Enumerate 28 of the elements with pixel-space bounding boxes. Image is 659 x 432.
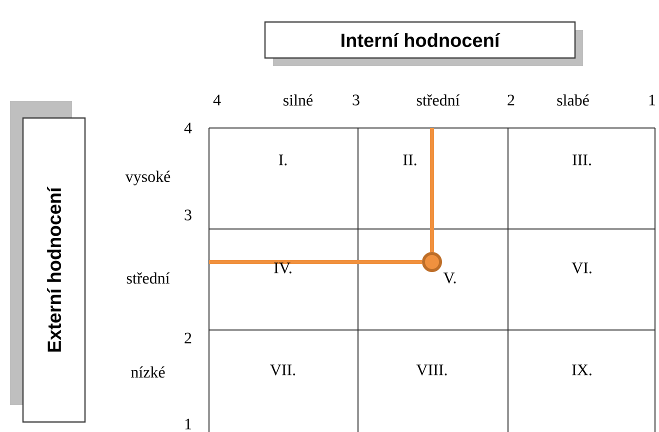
axis-category: slabé: [557, 94, 589, 106]
marker-circle: [422, 252, 442, 272]
axis-category: vysoké: [125, 170, 170, 186]
axis-number: 4: [213, 94, 221, 106]
axis-category: střední: [126, 272, 170, 284]
axis-category: silné: [284, 94, 313, 106]
heading-box: Interní hodnocení: [264, 21, 583, 66]
quadrant-number: IV.: [274, 262, 292, 274]
quadrant-number: V.: [443, 272, 456, 284]
axis-number: 1: [649, 94, 656, 106]
quadrant-number: II.: [403, 154, 416, 166]
indicator-line: [209, 260, 422, 264]
quadrant-number: VIII.: [416, 364, 447, 376]
axis-category: střední: [416, 94, 460, 106]
quadrant-number: III.: [572, 154, 591, 166]
quadrant-number: IX.: [572, 364, 592, 376]
quadrant-number: VI.: [572, 262, 592, 274]
axis-number: 3: [352, 94, 360, 106]
axis-number: 1: [185, 418, 192, 430]
quadrant-number: VII.: [270, 364, 296, 376]
axis-number: 4: [184, 122, 192, 134]
quadrant-number: I.: [278, 154, 287, 166]
axis-number: 2: [508, 94, 514, 106]
axis-number: 3: [184, 210, 192, 220]
indicator-line: [430, 128, 434, 252]
axis-category: nízké: [131, 366, 165, 378]
heading-box: Externí hodnocení: [10, 101, 86, 423]
axis-number: 2: [184, 332, 192, 344]
